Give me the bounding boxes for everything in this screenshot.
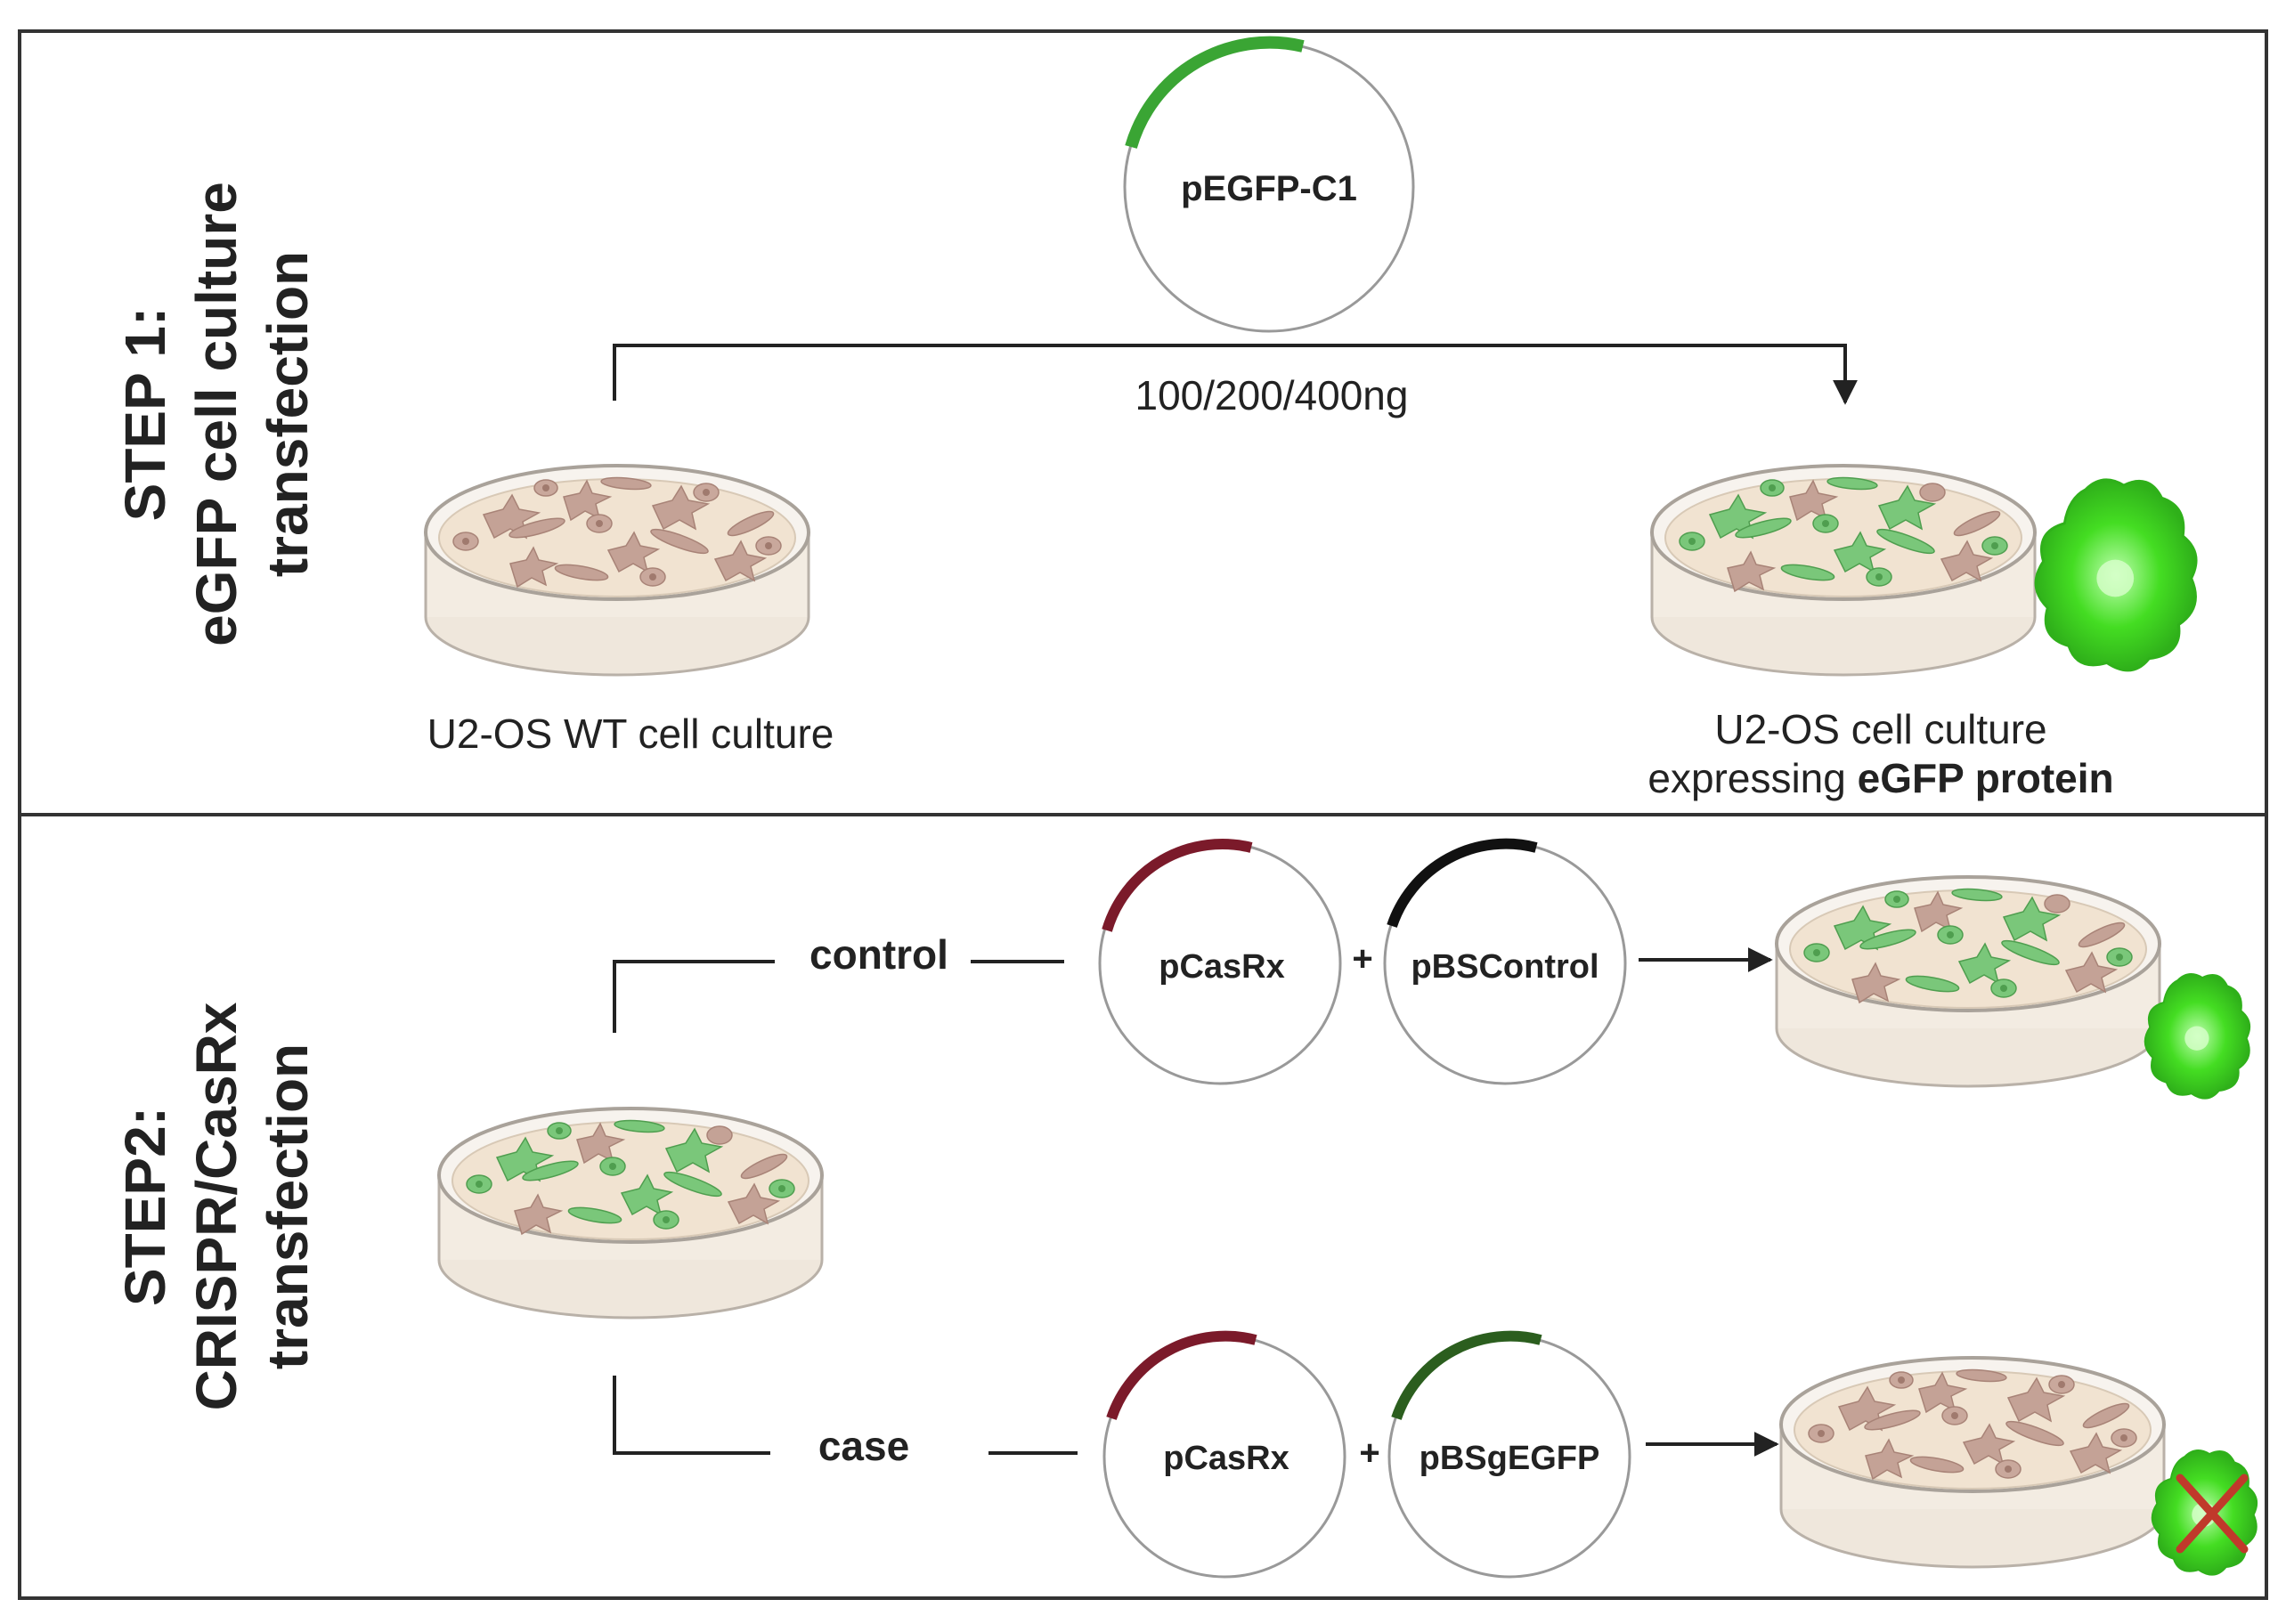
dish-wt	[424, 464, 810, 677]
plasmid-pcasrx-case-label: pCasRx	[1163, 1440, 1289, 1477]
cross-icon	[2176, 1474, 2249, 1554]
result-label-line2: expressing eGFP protein	[1647, 755, 2113, 801]
dose-label: 100/200/400ng	[1135, 372, 1409, 418]
step1-title-line3: transfection	[256, 251, 320, 577]
plasmid-pcasrx-case: pCasRx	[1102, 1330, 1346, 1579]
plasmid-pbsgegfp-label: pBSgEGFP	[1420, 1440, 1600, 1477]
egfp-protein-icon	[2034, 478, 2198, 672]
plasmid-pcasrx-control-label: pCasRx	[1159, 948, 1285, 986]
plasmid-pegfp-c1: pEGFP-C1	[1123, 36, 1415, 333]
step2-title: STEP2: CRISPR/CasRx transfection	[113, 1002, 320, 1410]
dish-source	[437, 1107, 824, 1320]
step1-title: STEP 1: eGFP cell culture transfection	[113, 182, 320, 646]
step2-title-line1: STEP2:	[113, 1107, 177, 1306]
dish-case-result	[1779, 1356, 2166, 1569]
step1-title-line2: eGFP cell culture	[184, 182, 248, 646]
control-label: control	[809, 931, 948, 978]
step1-title-line1: STEP 1:	[113, 307, 177, 522]
dish-egfp-expressing	[1650, 464, 2037, 677]
result-label-line1: U2-OS cell culture	[1714, 706, 2046, 752]
case-plus: +	[1359, 1433, 1379, 1473]
egfp-protein-knockdown-icon	[2151, 1449, 2258, 1576]
plasmid-pbsgegfp: pBSgEGFP	[1387, 1330, 1631, 1579]
result-label-prefix: expressing	[1647, 755, 1857, 801]
step2-title-line2: CRISPR/CasRx	[184, 1002, 248, 1410]
control-plus: +	[1352, 939, 1372, 978]
wt-culture-label: U2-OS WT cell culture	[427, 710, 834, 757]
step2-panel	[18, 813, 2268, 1600]
step1-transfection-arrow	[613, 344, 1858, 405]
plasmid-pbscontrol-label: pBSControl	[1411, 948, 1599, 986]
control-branch-line	[613, 960, 1064, 1033]
plasmid-pegfp-c1-label: pEGFP-C1	[1181, 169, 1357, 208]
result-label-bold: eGFP protein	[1858, 755, 2114, 801]
plasmid-pbscontrol: pBSControl	[1383, 838, 1627, 1085]
dish-control-result	[1775, 875, 2161, 1088]
plasmid-pcasrx-control: pCasRx	[1098, 839, 1342, 1085]
case-label: case	[818, 1423, 909, 1469]
case-branch-line	[613, 1376, 1078, 1455]
step2-title-line3: transfection	[256, 1043, 320, 1369]
